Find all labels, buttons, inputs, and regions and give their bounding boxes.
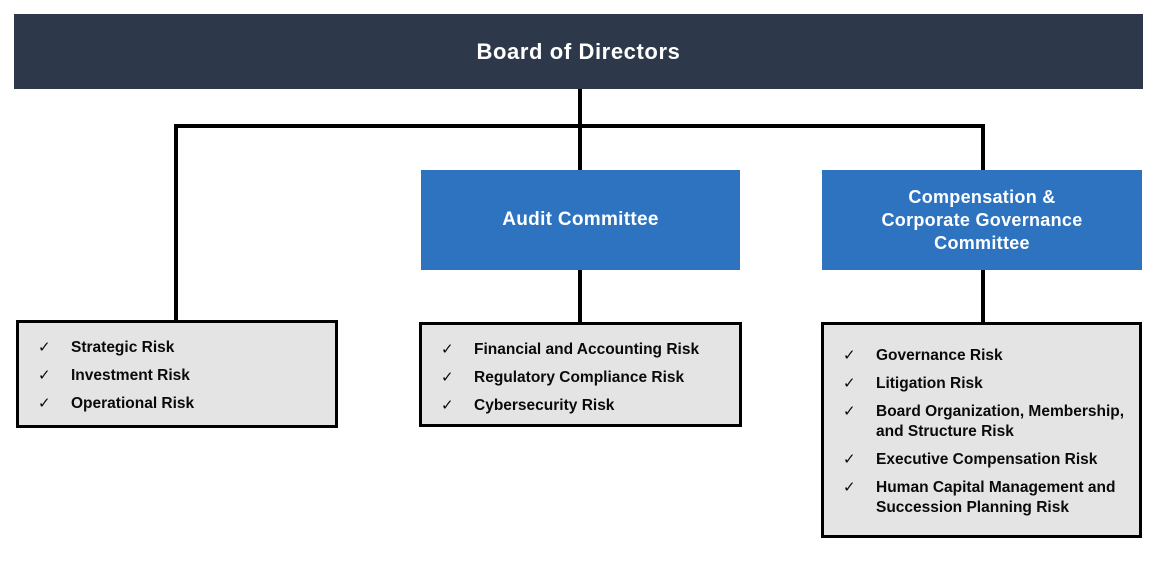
risk-list-item: ✓ Investment Risk	[35, 366, 325, 386]
risk-item-label: Litigation Risk	[876, 375, 983, 392]
risk-item-label: Board Organization, Membership, and Stru…	[876, 403, 1125, 440]
risk-list-item: ✓ Financial and Accounting Risk	[438, 340, 729, 360]
audit-committee-box: Audit Committee	[421, 170, 740, 270]
audit-risks-list: ✓ Financial and Accounting Risk ✓ Regulator…	[422, 325, 739, 416]
check-icon: ✓	[441, 369, 454, 386]
check-icon: ✓	[843, 375, 856, 392]
risk-list-item: ✓ Litigation Risk	[840, 374, 1129, 394]
risk-list-item: ✓ Operational Risk	[35, 394, 325, 414]
risk-list-item: ✓ Executive Compensation Risk	[840, 450, 1129, 470]
check-icon: ✓	[441, 397, 454, 414]
compensation-risks-box: ✓ Governance Risk ✓ Litigation Risk ✓ Board O…	[821, 322, 1142, 538]
audit-risks-box: ✓ Financial and Accounting Risk ✓ Regulator…	[419, 322, 742, 427]
check-icon: ✓	[843, 403, 856, 420]
risk-list-item: ✓ Strategic Risk	[35, 338, 325, 358]
connector-horizontal-branch	[174, 124, 985, 128]
connector-left-drop	[174, 124, 178, 322]
check-icon: ✓	[441, 341, 454, 358]
check-icon: ✓	[38, 339, 51, 356]
compensation-governance-committee-title: Compensation & Corporate Governance Comm…	[881, 186, 1083, 253]
connector-compensation-stem	[981, 270, 985, 324]
check-icon: ✓	[38, 395, 51, 412]
risk-item-label: Cybersecurity Risk	[474, 397, 615, 414]
risk-item-label: Strategic Risk	[71, 339, 175, 356]
board-of-directors-title: Board of Directors	[476, 38, 681, 64]
risk-item-label: Governance Risk	[876, 347, 1003, 364]
risk-list-item: ✓ Board Organization, Membership, and Str…	[840, 402, 1129, 442]
risk-item-label: Executive Compensation Risk	[876, 451, 1098, 468]
risk-item-label: Financial and Accounting Risk	[474, 341, 700, 358]
board-risks-list: ✓ Strategic Risk ✓ Investment Risk ✓ Operatio…	[19, 323, 335, 414]
compensation-governance-committee-box: Compensation & Corporate Governance Comm…	[822, 170, 1142, 270]
connector-audit-stem	[578, 270, 582, 324]
check-icon: ✓	[843, 479, 856, 496]
connector-right-drop	[981, 124, 985, 172]
check-icon: ✓	[843, 451, 856, 468]
risk-item-label: Regulatory Compliance Risk	[474, 369, 685, 386]
risk-list-item: ✓ Governance Risk	[840, 346, 1129, 366]
check-icon: ✓	[38, 367, 51, 384]
risk-list-item: ✓ Human Capital Management and Succession…	[840, 478, 1129, 518]
risk-item-label: Operational Risk	[71, 395, 195, 412]
audit-committee-title: Audit Committee	[502, 209, 659, 230]
connector-board-stem	[578, 88, 582, 172]
risk-item-label: Human Capital Management and Succession …	[876, 479, 1116, 516]
risk-item-label: Investment Risk	[71, 367, 190, 384]
board-of-directors-box: Board of Directors	[14, 14, 1143, 89]
risk-list-item: ✓ Regulatory Compliance Risk	[438, 368, 729, 388]
risk-list-item: ✓ Cybersecurity Risk	[438, 396, 729, 416]
board-risks-box: ✓ Strategic Risk ✓ Investment Risk ✓ Operatio…	[16, 320, 338, 428]
check-icon: ✓	[843, 347, 856, 364]
compensation-risks-list: ✓ Governance Risk ✓ Litigation Risk ✓ Board O…	[824, 325, 1139, 518]
